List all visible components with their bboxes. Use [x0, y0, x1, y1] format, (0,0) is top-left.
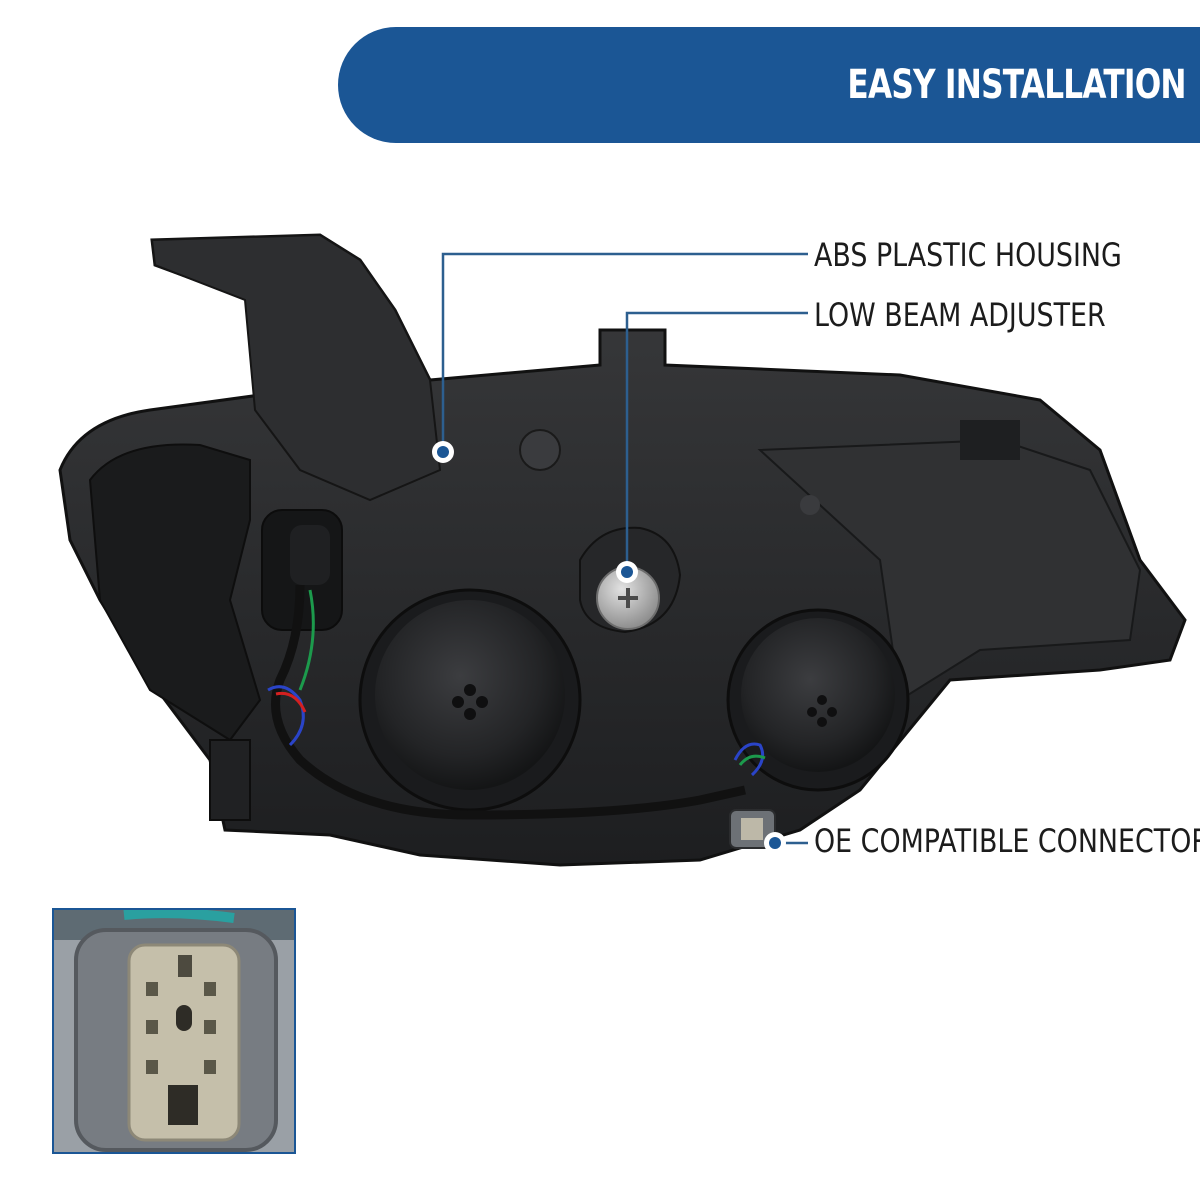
callout-dots	[432, 441, 786, 854]
header-banner: EASY INSTALLATION	[338, 27, 1200, 143]
wire-harness	[271, 584, 746, 820]
connector-closeup-inset	[52, 908, 296, 1154]
callout-low-beam-adjuster: LOW BEAM ADJUSTER	[814, 296, 1106, 334]
banner-title: EASY INSTALLATION	[847, 62, 1187, 108]
callout-abs-housing: ABS PLASTIC HOUSING	[814, 236, 1122, 274]
mounting-tab	[150, 233, 442, 502]
high-beam-cap	[741, 618, 895, 772]
callout-oe-connector: OE COMPATIBLE CONNECTOR	[814, 822, 1200, 860]
connector-closeup-image	[54, 910, 294, 1152]
callout-lines	[441, 252, 808, 845]
